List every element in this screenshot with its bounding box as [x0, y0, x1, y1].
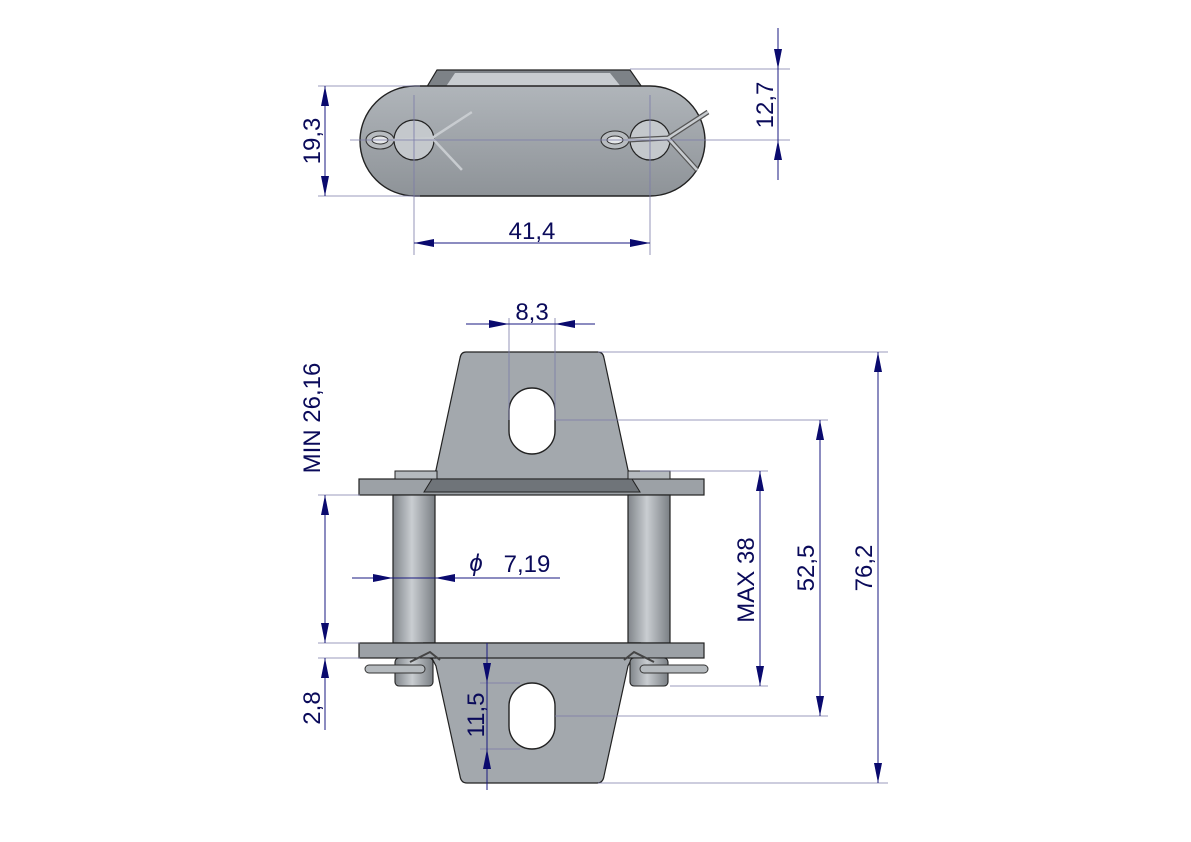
lower-side-plate — [358, 642, 705, 659]
top-view-plate — [359, 85, 706, 197]
dim-label-max-38: MAX 38 — [733, 537, 760, 622]
left-pin — [392, 494, 436, 644]
dim-label-52-5: 52,5 — [793, 545, 820, 592]
dim-label-76-2: 76,2 — [851, 545, 878, 592]
upper-slot — [508, 387, 556, 455]
right-cotter-pin-icon — [600, 109, 710, 172]
dim-label-min-26-16: MIN 26,16 — [299, 363, 326, 474]
diameter-symbol-icon: ϕ — [469, 550, 482, 577]
dim-label-12-7: 12,7 — [752, 82, 779, 129]
dim-label-8-3: 8,3 — [515, 299, 548, 326]
right-pin — [627, 494, 671, 644]
dim-label-19-3: 19,3 — [299, 118, 326, 165]
top-view: 19,3 12,7 41,4 — [299, 28, 790, 255]
right-cotter-side-icon — [623, 650, 709, 674]
dim-label-pin-diameter: 7,19 — [504, 551, 551, 578]
front-view: 8,3 MIN 26,16 2,8 ϕ 7,19 11,5 MAX 38 — [299, 299, 888, 790]
left-cotter-side-icon — [364, 650, 441, 674]
lower-slot — [508, 682, 556, 750]
dim-label-41-4: 41,4 — [509, 218, 556, 245]
top-view-tab-inner — [445, 73, 622, 88]
dim-label-2-8: 2,8 — [299, 691, 326, 724]
dim-label-11-5: 11,5 — [463, 693, 490, 738]
